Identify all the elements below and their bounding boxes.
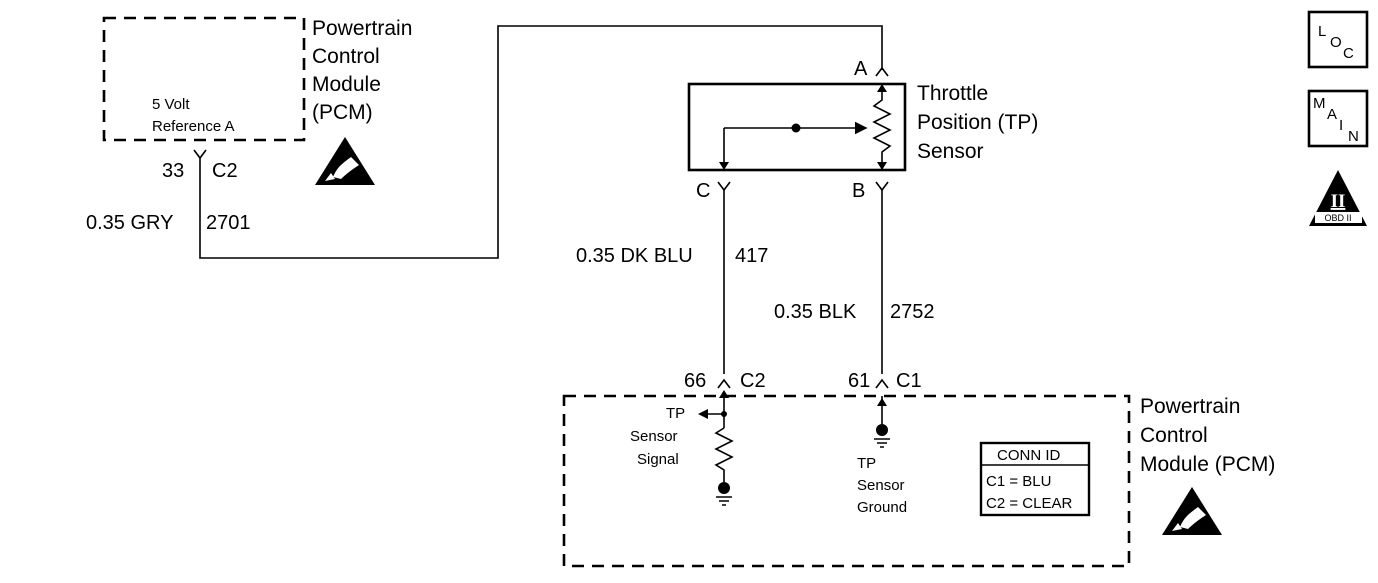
- loc-letter-c: C: [1343, 45, 1354, 62]
- loc-icon[interactable]: L O C: [1307, 10, 1369, 69]
- wire-ground-circuit: 2752: [890, 301, 935, 323]
- top-pcm-ref-line2: Reference A: [152, 118, 235, 135]
- tp-label-line2: Position (TP): [917, 111, 1038, 134]
- connector-33-c2-icon: [193, 149, 207, 160]
- bottom-pin-signal: 66: [684, 370, 706, 392]
- top-pcm-label-line2: Control: [312, 45, 380, 68]
- obd-text: OBD II: [1324, 213, 1351, 223]
- wire-signal-circuit: 417: [735, 245, 768, 267]
- tp-sensor-box: [687, 82, 907, 172]
- bottom-conn-ground: C1: [896, 370, 922, 392]
- connector-61-c1-icon: [875, 378, 889, 389]
- main-letter-a: A: [1327, 106, 1337, 123]
- main-letter-i: I: [1339, 117, 1343, 134]
- pcm-ground-icon: [874, 438, 890, 448]
- main-letter-n: N: [1348, 128, 1359, 145]
- tp-ground-line3: Ground: [857, 499, 907, 516]
- loc-letter-l: L: [1318, 23, 1326, 40]
- top-conn-id: C2: [212, 160, 238, 182]
- esd-warning-icon-top: [315, 137, 375, 185]
- top-pcm-label-line3: Module: [312, 73, 381, 96]
- tp-signal-line1: TP: [666, 405, 685, 422]
- top-pcm-label-line4: (PCM): [312, 101, 373, 124]
- bottom-conn-signal: C2: [740, 370, 766, 392]
- tp-ground-line2: Sensor: [857, 477, 905, 494]
- tp-pin-a: A: [854, 58, 868, 80]
- bottom-pcm-box: [562, 394, 1131, 568]
- esd-warning-icon-bottom: [1162, 487, 1222, 535]
- top-pcm-ref-line1: 5 Volt: [152, 96, 190, 113]
- wire-signal-gauge: 0.35 DK BLU: [576, 245, 693, 267]
- tp-pin-b: B: [852, 180, 865, 202]
- obd-ii-icon[interactable]: II OBD II: [1309, 170, 1367, 226]
- bottom-pcm-label-line2: Control: [1140, 424, 1208, 447]
- connector-b-icon: [875, 181, 889, 192]
- conn-id-row2: C2 = CLEAR: [986, 495, 1072, 512]
- tp-label-line1: Throttle: [917, 82, 988, 105]
- bottom-pin-ground: 61: [848, 370, 870, 392]
- connector-a-icon: [875, 66, 889, 77]
- tp-signal-line2: Sensor: [630, 428, 678, 445]
- connector-c-icon: [717, 181, 731, 192]
- pcm-pulldown-resistor: [714, 427, 734, 482]
- tp-label-line3: Sensor: [917, 140, 984, 163]
- tp-pin-c: C: [696, 180, 710, 202]
- wire-gry-gauge: 0.35 GRY: [86, 212, 173, 234]
- tp-potentiometer-resistor: [872, 84, 892, 170]
- tp-signal-line3: Signal: [637, 451, 679, 468]
- conn-id-row1: C1 = BLU: [986, 473, 1051, 490]
- pcm-signal-ground-icon: [716, 496, 732, 506]
- loc-letter-o: O: [1330, 34, 1342, 51]
- bottom-pcm-label-line3: Module (PCM): [1140, 453, 1275, 476]
- conn-id-title: CONN ID: [997, 447, 1061, 464]
- connector-66-c2-icon: [717, 378, 731, 389]
- obd-numeral: II: [1331, 191, 1346, 212]
- bottom-pcm-label-line1: Powertrain: [1140, 395, 1240, 418]
- wire-ground-gauge: 0.35 BLK: [774, 301, 857, 323]
- pcm-signal-ground-node: [718, 482, 730, 494]
- wire-gry-circuit: 2701: [206, 212, 251, 234]
- top-pin-number: 33: [162, 160, 184, 182]
- top-pcm-label-line1: Powertrain: [312, 17, 412, 40]
- wire-2701-gry: [199, 25, 883, 259]
- tp-ground-line1: TP: [857, 455, 876, 472]
- main-icon[interactable]: M A I N: [1307, 89, 1369, 148]
- conn-id-table: [979, 441, 1091, 517]
- top-pcm-box: [102, 16, 306, 142]
- pcm-ground-node: [876, 424, 888, 436]
- tp-wiper-junction: [791, 123, 801, 133]
- main-letter-m: M: [1313, 95, 1326, 112]
